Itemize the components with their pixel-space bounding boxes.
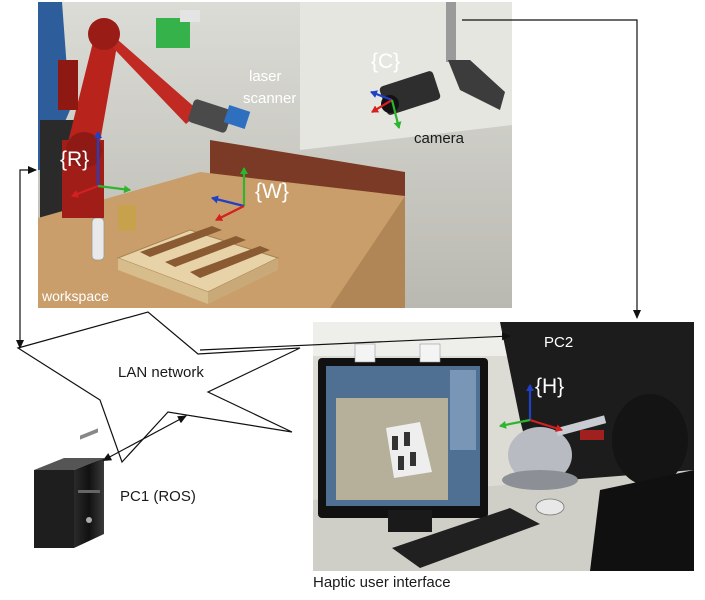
lan-to-workspace-arrow [16, 166, 37, 349]
workspace-label: workspace [42, 288, 109, 304]
laser-scanner-label-line2: scanner [243, 90, 297, 107]
pc1-tower-icon [34, 428, 104, 548]
frame-w-label: {W} [255, 180, 289, 203]
mouse [535, 498, 565, 516]
cup-object [118, 205, 136, 231]
haptic-ui-label: Haptic user interface [313, 574, 451, 591]
frame-c-label: {C} [371, 50, 401, 73]
lan-network-label: LAN network [118, 364, 204, 381]
pc1-label: PC1 (ROS) [120, 488, 196, 505]
workspace-photo [38, 2, 512, 308]
keyboard [392, 508, 540, 568]
bottle-object [91, 217, 105, 261]
haptic-photo [313, 322, 694, 571]
pc2-label: PC2 [544, 334, 574, 351]
frame-c-axes [370, 90, 402, 129]
frame-h-axes [499, 384, 563, 433]
frame-r-axes [71, 131, 131, 198]
camera-to-pc2-arrow [462, 19, 641, 319]
camera-label: camera [414, 130, 465, 147]
lan-to-pc2-arrow [199, 332, 511, 351]
laser-scanner-label-line1: laser [249, 68, 282, 85]
frame-h-label: {H} [535, 375, 565, 398]
operator-person [612, 394, 688, 486]
frame-w-axes [211, 167, 248, 221]
haptic-device [502, 415, 607, 490]
monitor [318, 358, 488, 532]
lan-network-cloud [16, 311, 301, 464]
robot-arm [58, 18, 251, 218]
frame-r-label: {R} [60, 148, 90, 171]
pallet-object [116, 226, 280, 304]
pc1-to-lan-arrow [102, 415, 187, 461]
